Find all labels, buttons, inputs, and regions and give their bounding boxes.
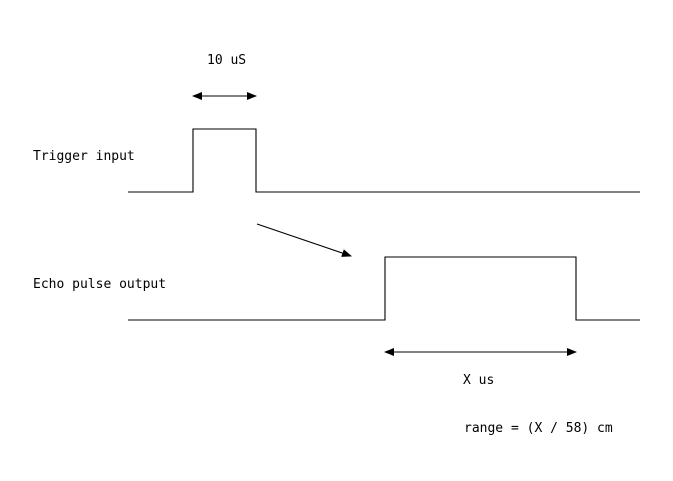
echo-waveform — [128, 256, 640, 321]
trigger-waveform — [128, 128, 640, 193]
trigger-to-echo-arrow — [256, 223, 352, 257]
trigger-input-label: Trigger input — [33, 149, 135, 164]
echo-pulse-output-label: Echo pulse output — [33, 277, 166, 292]
echo-width-label: X us — [463, 373, 494, 388]
range-formula: range = (X / 58) cm — [464, 421, 613, 436]
trigger-width-label: 10 uS — [207, 53, 246, 68]
